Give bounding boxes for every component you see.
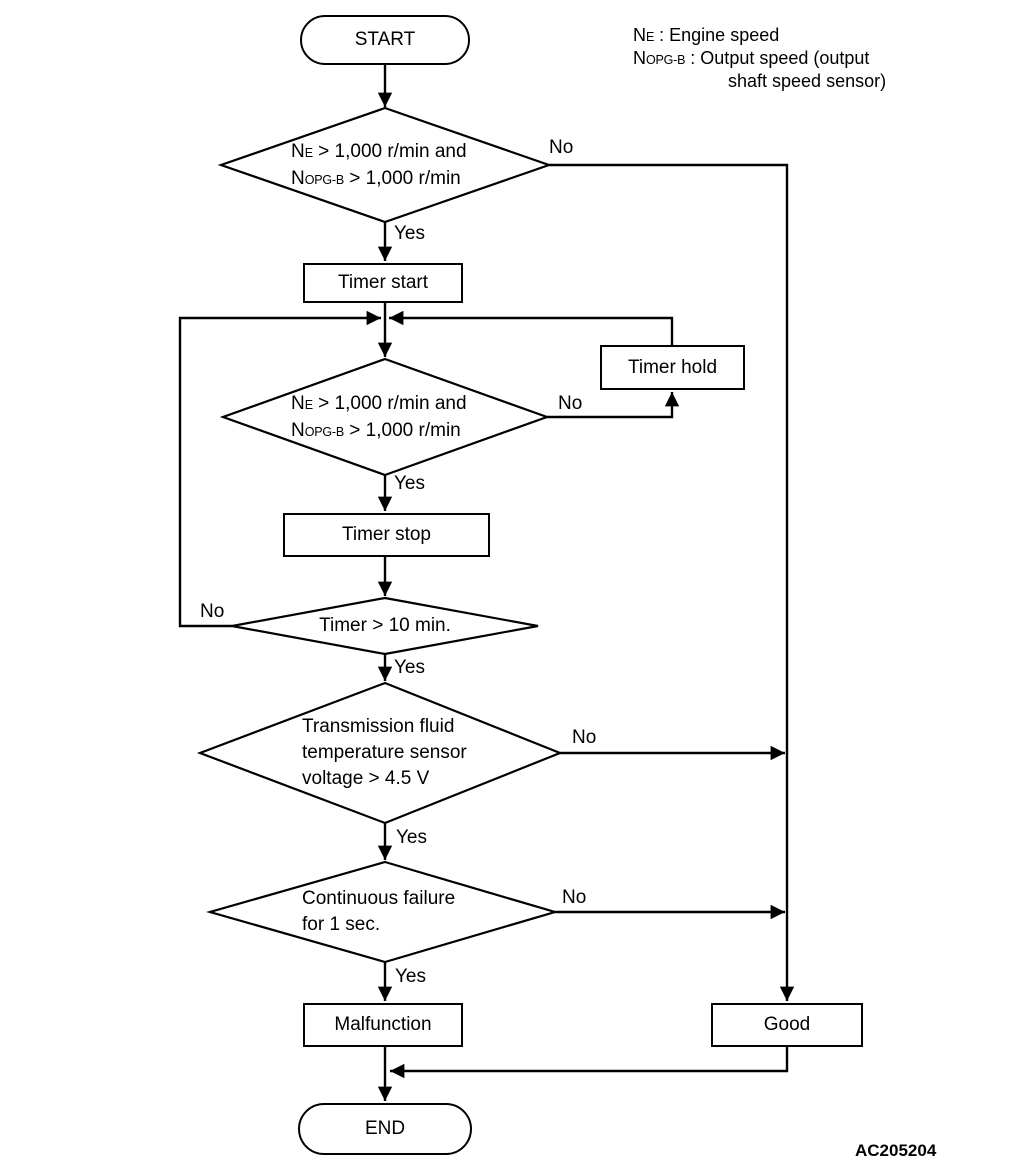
legend-line-output-speed: NOPG-B : Output speed (output (633, 48, 870, 68)
label-no-decision-fluid: No (572, 727, 597, 748)
decision-fluid-shape (196, 681, 563, 825)
timer-hold-node: Timer hold (600, 345, 745, 390)
timer-stop-label: Timer stop (341, 524, 432, 545)
decision-failure-shape (205, 860, 559, 964)
label-yes-decision-timer: Yes (394, 657, 425, 678)
timer-stop-node: Timer stop (283, 513, 490, 557)
figure-code: AC205204 (855, 1141, 937, 1160)
end-node: END (298, 1103, 472, 1155)
label-no-decision-failure: No (562, 887, 587, 908)
malfunction-label: Malfunction (334, 1014, 432, 1035)
decision-speed-1-line1: NE > 1,000 r/min and (291, 141, 467, 162)
decision-failure-line1: Continuous failure (302, 888, 456, 909)
timer-hold-label: Timer hold (627, 356, 718, 378)
decision-failure-line2: for 1 sec. (302, 914, 381, 935)
decision-timer-shape (231, 596, 539, 656)
legend-line-output-speed-cont: shaft speed sensor) (728, 71, 887, 91)
edge-decision1-no-to-good (549, 163, 795, 1001)
edge-timer-hold-return-loop (389, 310, 674, 345)
label-yes-decision2: Yes (394, 473, 425, 494)
legend-line-engine-speed: NE : Engine speed (633, 25, 780, 45)
label-yes-decision-fluid: Yes (396, 827, 427, 848)
decision-fluid-label: Transmission fluid temperature sensor vo… (302, 714, 467, 792)
timer-start-node: Timer start (303, 263, 463, 303)
edge-decision2-no-to-timer-hold (547, 392, 680, 419)
decision-speed-1-line2: NOPG-B > 1,000 r/min (291, 168, 461, 189)
edge-decision-timer-no-loop (178, 310, 381, 628)
good-node: Good (711, 1003, 863, 1047)
malfunction-node: Malfunction (303, 1003, 463, 1047)
good-label: Good (763, 1014, 811, 1035)
label-yes-decision1: Yes (394, 223, 425, 244)
decision-fluid-line1: Transmission fluid (302, 716, 455, 737)
decision-fluid-line3: voltage > 4.5 V (302, 768, 430, 789)
start-node: START (300, 15, 470, 65)
edge-good-to-end-merge (390, 1047, 789, 1079)
label-yes-decision-failure: Yes (395, 966, 426, 987)
decision-speed-1-shape (217, 106, 553, 224)
decision-speed-1-label: NE > 1,000 r/min and NOPG-B > 1,000 r/mi… (291, 139, 467, 193)
decision-timer-label: Timer > 10 min. (319, 615, 451, 636)
end-label: END (364, 1118, 406, 1139)
decision-failure-label: Continuous failure for 1 sec. (302, 886, 455, 938)
start-label: START (354, 29, 416, 50)
decision-speed-2-label: NE > 1,000 r/min and NOPG-B > 1,000 r/mi… (291, 391, 467, 445)
label-no-decision2: No (558, 393, 583, 414)
decision-fluid-line2: temperature sensor (302, 742, 467, 763)
label-no-decision1: No (549, 137, 574, 158)
decision-speed-2-shape (219, 357, 551, 477)
label-no-decision-timer: No (200, 601, 225, 622)
decision-speed-2-line2: NOPG-B > 1,000 r/min (291, 420, 461, 441)
decision-speed-2-line1: NE > 1,000 r/min and (291, 393, 467, 414)
timer-start-label: Timer start (337, 272, 429, 293)
